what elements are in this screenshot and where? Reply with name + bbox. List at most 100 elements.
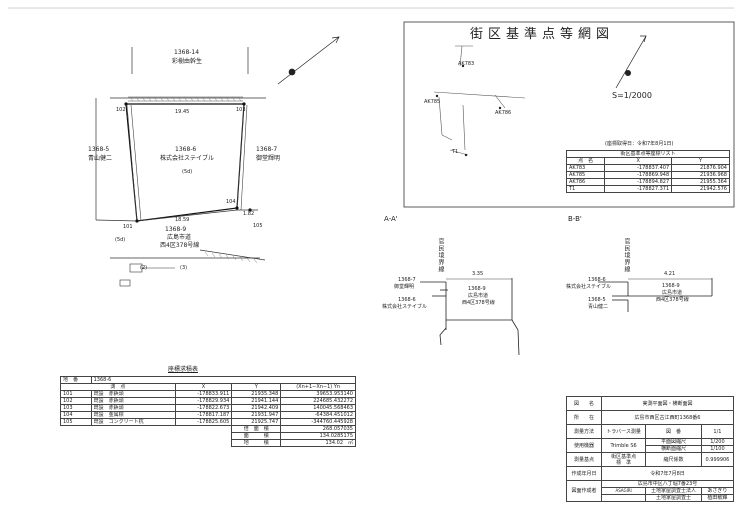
table-row: 104 既設 金属標 -178817.187 21931.947 -64384.… (60, 411, 356, 419)
cell: 地 積 (231, 439, 282, 447)
cell: -178822.673 (174, 404, 233, 412)
point-label: 103 (236, 107, 246, 113)
cell: T1 (565, 185, 606, 193)
section-bb-lines (598, 278, 713, 312)
dim-top: 19.45 (175, 109, 190, 115)
coord-list-row: AK785 -178869.948 21936.968 (565, 171, 730, 179)
point-label: 104 (226, 199, 236, 205)
section-aa-road-owner: 広島市道 (468, 293, 489, 299)
cell: 21942.576 (671, 185, 730, 193)
table-total-row: 地 積 134.02 ㎡ (61, 439, 356, 447)
cell: X (174, 383, 233, 391)
cell: 1368-6 (90, 376, 357, 384)
section-bb-boundary: 官民境界線 (623, 238, 630, 273)
cell: 21925.747 (231, 418, 282, 426)
table-total-row: 倍 面 積 268.057035 (61, 425, 356, 433)
cell: -178825.605 (174, 418, 233, 426)
center-parcel-owner: 株式会社ステイブル (160, 155, 215, 162)
cell: -64384.451012 (280, 411, 356, 419)
plan-road-hatch (204, 251, 258, 264)
cell: 街区基準点 標 準 (600, 452, 647, 467)
cell: 測量基点 (566, 452, 602, 467)
index-map-title: 街区基準点等網図 (470, 27, 615, 42)
coord-list-header: 点 名 (565, 157, 606, 165)
section-aa-boundary: 官民境界線 (437, 238, 444, 273)
table-row: 102 既設 赤鋲頭 -178829.934 21941.144 224685.… (60, 397, 356, 405)
point-label: 102 (116, 107, 126, 113)
cell: 134.02 ㎡ (280, 439, 356, 447)
cell: -178817.187 (174, 411, 233, 419)
point-label: 101 (123, 224, 133, 230)
section-bb-left-top-owner: 株式会社ステイブル (566, 284, 612, 290)
cell: 1/200 (700, 438, 735, 446)
cell: -178837.407 (604, 164, 673, 172)
cell: 1/1 (700, 424, 735, 439)
section-aa-left-top-owner: 御堂輝明 (394, 284, 415, 290)
plan-misc-label: (3) (180, 265, 188, 271)
cell: ASAGIRI (600, 487, 647, 495)
cell: 104 (60, 411, 92, 419)
cell: Y (231, 383, 282, 391)
east-parcel-owner: 御堂輝明 (256, 155, 281, 162)
section-aa-road-sub: 西4区378号線 (462, 300, 495, 306)
cell: 既設 コンクリート杭 (90, 418, 176, 426)
west-parcel-owner: 青山健二 (88, 155, 113, 162)
cell: 図 名 (566, 396, 602, 411)
index-map-north-arrow (615, 35, 647, 89)
north-parcel-no: 1368-14 (174, 49, 200, 56)
plan-misc-label: (5d) (115, 237, 126, 243)
cell: -178833.911 (174, 390, 233, 398)
coord-table-title: 座標求積表 (168, 366, 199, 373)
section-aa-left-bottom-no: 1368-6 (398, 297, 416, 303)
dim-east-small: 1.82 (243, 211, 255, 217)
road-parcel-sub: 西4区378号線 (160, 242, 200, 249)
cell: 土地家屋調査士 (645, 494, 702, 502)
plan-parcel-lines (95, 47, 266, 220)
coord-list-title: 街区基準点等座標リスト (566, 150, 730, 158)
cell: 既設 金属標 (90, 411, 176, 419)
cell: 広島市中区八丁堀7番23号 (601, 480, 734, 488)
cell: 21935.348 (231, 390, 282, 398)
cell: 39653.953140 (280, 390, 356, 398)
cell: 224685.432272 (280, 397, 356, 405)
index-map-roads (433, 45, 526, 156)
cell: 測 点 (60, 383, 176, 391)
coord-list-header: Y (671, 157, 730, 165)
index-map-scale: S=1/2000 (612, 91, 652, 100)
cell: 面 積 (231, 432, 282, 440)
cell: 倍 面 積 (231, 425, 282, 433)
section-bb-road-owner: 広島市道 (662, 290, 683, 296)
cell: 縮尺係数 (645, 452, 702, 467)
cell: 令和7年7月8日 (601, 466, 734, 481)
cell: 21876.904 (671, 164, 730, 172)
cell: -178894.827 (604, 178, 673, 186)
table-row: 103 既設 赤鋲頭 -178822.673 21942.409 140045.… (60, 404, 356, 412)
cell: Trimble S6 (600, 438, 647, 453)
cell: あさぎり (700, 487, 735, 495)
section-bb-road-sub: 西4区378号線 (656, 297, 689, 303)
cell: 103 (60, 404, 92, 412)
section-aa-left-top-no: 1368-7 (398, 277, 416, 283)
cell: AK783 (565, 164, 606, 172)
section-aa-label: A-A' (384, 215, 398, 223)
coord-list-row: AK783 -178837.407 21876.904 (565, 164, 730, 172)
index-map-point-label: T1 (452, 149, 459, 155)
cell: 地 番 (60, 376, 92, 384)
cell: 土地家屋調査士法人 (645, 487, 702, 495)
table-row: 105 既設 コンクリート杭 -178825.605 21925.747 -34… (60, 418, 356, 426)
section-bb-label: B-B' (568, 215, 582, 223)
plan-walls (126, 96, 248, 222)
cell: AK786 (565, 178, 606, 186)
cell: -178827.371 (604, 185, 673, 193)
plan-misc-label: (2) (140, 265, 148, 271)
dim-bottom: 18.59 (175, 217, 190, 223)
cell: 21936.968 (671, 171, 730, 179)
cell: 使用機器 (566, 438, 602, 453)
cell: 21955.364 (671, 178, 730, 186)
plan-wall-hatch (129, 96, 242, 102)
cell: トラバース測量 (600, 424, 647, 439)
cell: 図面作成者 (566, 480, 602, 502)
cell: 植田敏輝 (700, 494, 735, 502)
cell: 平面図縮尺 (645, 438, 702, 446)
road-parcel-no: 1368-9 (165, 226, 187, 233)
